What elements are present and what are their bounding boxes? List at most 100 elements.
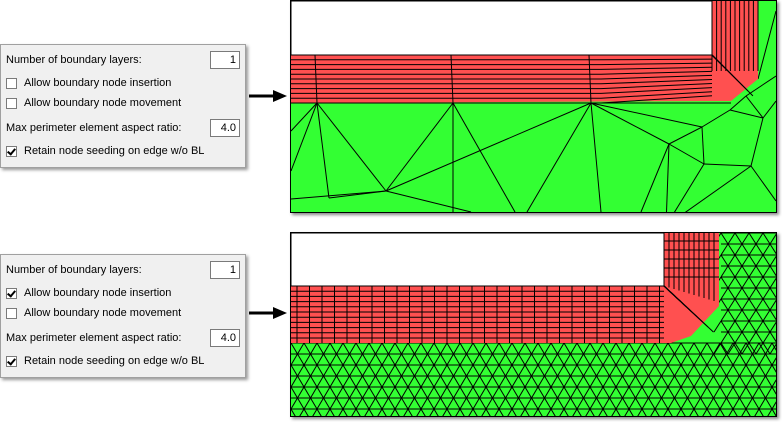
mesh-edge [741,309,750,322]
mesh-edge [755,320,764,333]
mesh-edge [537,375,545,388]
mesh-edge [427,353,435,366]
mesh-edge [732,364,740,377]
mesh-edge [755,233,764,245]
insertion-checkbox[interactable] [6,287,17,299]
mesh-edge [420,342,428,355]
mesh-edge [727,233,736,245]
mesh-edge [732,408,738,416]
mesh-edge [312,408,318,416]
mesh-edge [741,276,750,289]
mesh-edge [609,375,617,388]
mesh-edge [583,375,591,388]
mesh-edge [676,408,682,416]
mesh-edge [498,386,506,399]
mesh-edge [544,386,552,399]
mesh-edge [329,386,337,399]
mesh-edge [667,375,675,388]
insertion-label: Allow boundary node insertion [24,287,172,299]
mesh-edge [583,342,591,355]
mesh-edge [385,102,454,192]
mesh-edge [713,320,722,333]
retain-seeding-checkbox[interactable] [6,145,17,157]
boundary-layers-input[interactable] [210,51,240,69]
mesh-edge [752,342,760,355]
mesh-edge [769,243,776,255]
mesh-edge [401,375,409,388]
mesh-edge [550,342,558,355]
mesh-edge [524,408,530,416]
mesh-edge [466,342,474,355]
mesh-edge [713,342,722,355]
mesh-edge [615,397,623,410]
mesh-edge [719,375,727,388]
mesh-edge [557,364,565,377]
mesh-edge [381,375,389,388]
mesh-edge [375,386,383,399]
mesh-edge [420,353,428,366]
mesh-edge [589,386,597,399]
mesh-edge [533,408,539,416]
mesh-edge [381,353,389,366]
mesh-edge [700,364,708,377]
mesh-edge [557,397,565,410]
mesh-edge [291,364,292,365]
mesh-edge [531,364,539,377]
mesh-edge [544,353,552,366]
mesh-edge [700,397,708,410]
mesh-edge [394,386,402,399]
mesh-edge [342,386,350,399]
mesh-edge [291,343,292,344]
mesh-edge [572,408,578,416]
mesh-edge [291,408,296,416]
mesh-edge [635,342,643,355]
boundary-layers-input[interactable] [210,261,240,279]
mesh-edge [667,353,675,366]
mesh-edge [440,364,448,377]
mesh-edge [524,342,532,355]
mesh-edge [628,386,636,399]
mesh-edge [654,353,662,366]
mesh-edge [375,342,383,355]
mesh-edge [291,102,318,172]
mesh-edge [765,353,773,366]
mesh-edge [706,364,714,377]
mesh-edge [401,353,409,366]
mesh-edge [291,190,387,200]
mesh-edge [299,408,305,416]
mesh-edge [600,95,713,104]
movement-checkbox[interactable] [6,307,17,319]
mesh-edge [687,386,695,399]
mesh-edge [314,54,318,104]
mesh-edge [479,375,487,388]
mesh-edge [680,342,688,355]
mesh-edge [706,342,714,355]
mesh-edge [414,397,422,410]
mesh-edge [329,364,337,377]
mesh-edge [407,342,415,355]
aspect-ratio-input[interactable] [210,119,240,137]
mesh-edge [741,342,750,355]
mesh-edge [648,397,656,410]
mesh-edge [727,320,736,333]
aspect-ratio-input[interactable] [210,329,240,347]
mesh-edge [401,397,409,410]
retain-seeding-checkbox[interactable] [6,355,17,367]
mesh-edge [511,408,517,416]
mesh-edge [355,364,363,377]
mesh-edge [485,364,493,377]
mesh-edge [720,331,729,344]
mesh-edge [479,364,487,377]
mesh-edge [769,255,776,267]
mesh-edge [385,102,592,192]
mesh-edge [600,70,713,75]
insertion-checkbox[interactable] [6,77,17,89]
mesh-edge [452,102,516,212]
mesh-edge [741,254,750,267]
mesh-edge [563,342,571,355]
mesh-edge [771,357,776,366]
mesh-edge [654,386,662,399]
mesh-edge [531,375,539,388]
mesh-edge [701,109,731,128]
movement-checkbox[interactable] [6,97,17,109]
